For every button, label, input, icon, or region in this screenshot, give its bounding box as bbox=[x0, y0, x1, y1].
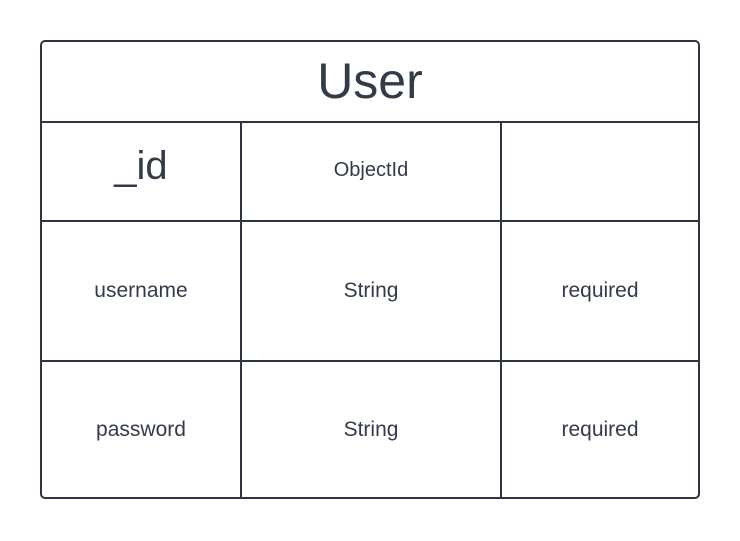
field-name: password bbox=[96, 417, 186, 441]
field-constraint: required bbox=[561, 417, 639, 441]
field-type-cell: ObjectId bbox=[242, 123, 502, 220]
field-type: String bbox=[343, 417, 399, 441]
field-row-username: username String required bbox=[42, 222, 698, 362]
entity-title: User bbox=[317, 52, 423, 109]
entity-header: User bbox=[42, 42, 698, 123]
field-row-id: _id ObjectId bbox=[42, 123, 698, 222]
field-name: _id bbox=[114, 144, 168, 188]
field-type-cell: String bbox=[242, 362, 502, 497]
field-name-cell: password bbox=[42, 362, 242, 497]
field-type: String bbox=[343, 279, 399, 302]
field-name-cell: _id bbox=[42, 123, 242, 220]
field-constraint-cell: required bbox=[502, 222, 698, 360]
field-row-password: password String required bbox=[42, 362, 698, 497]
field-type-cell: String bbox=[242, 222, 502, 360]
field-constraint-cell: required bbox=[502, 362, 698, 497]
field-type: ObjectId bbox=[333, 159, 409, 181]
field-constraint-cell bbox=[502, 123, 698, 220]
field-name: username bbox=[94, 279, 188, 302]
user-entity-table: User _id ObjectId username String requir… bbox=[40, 40, 700, 499]
field-name-cell: username bbox=[42, 222, 242, 360]
field-constraint: required bbox=[561, 279, 639, 302]
